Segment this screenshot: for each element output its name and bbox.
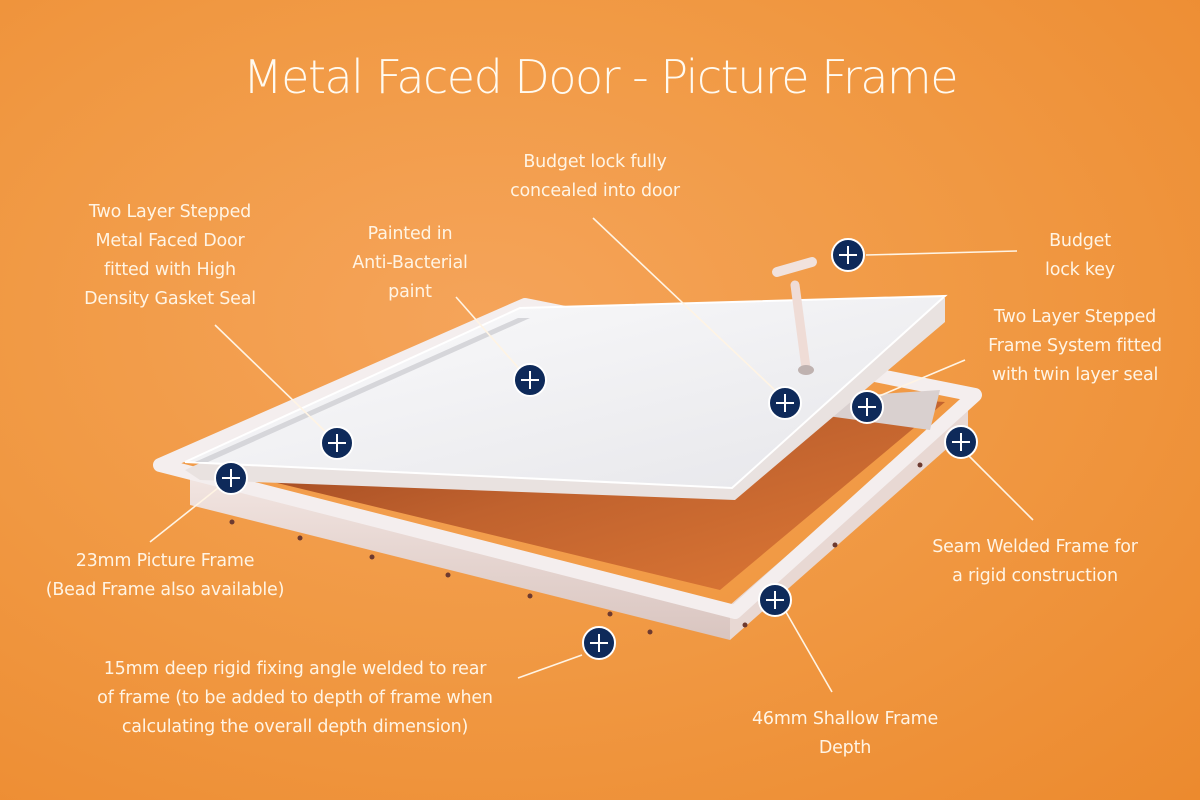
- plus-circle-icon-lock-key[interactable]: [831, 238, 865, 272]
- callout-frame-system: Two Layer Stepped Frame System fitted wi…: [988, 307, 1162, 385]
- callout-concealed-lock: Budget lock fully concealed into door: [510, 152, 680, 201]
- callout-seam-welded: Seam Welded Frame for a rigid constructi…: [932, 537, 1138, 586]
- callout-lock-key: Budget lock key: [1045, 231, 1115, 280]
- plus-circle-icon-frame-depth[interactable]: [758, 583, 792, 617]
- plus-circle-icon-door-seal[interactable]: [320, 426, 354, 460]
- plus-circle-icon-concealed-lock[interactable]: [768, 386, 802, 420]
- door-leaf: [184, 294, 948, 500]
- plus-circle-icon-fixing-angle[interactable]: [582, 626, 616, 660]
- callout-door-seal: Two Layer Stepped Metal Faced Door fitte…: [84, 202, 256, 309]
- diagram-title: Metal Faced Door - Picture Frame: [242, 50, 959, 104]
- budget-lock-key: [772, 257, 817, 375]
- plus-circle-icon-paint[interactable]: [513, 363, 547, 397]
- plus-circle-icon-frame-system[interactable]: [850, 390, 884, 424]
- plus-circle-icon-picture-frame[interactable]: [214, 461, 248, 495]
- callout-picture-frame: 23mm Picture Frame (Bead Frame also avai…: [45, 551, 285, 600]
- leader-lines: [149, 217, 1034, 693]
- callout-fixing-angle: 15mm deep rigid fixing angle welded to r…: [97, 659, 493, 737]
- callout-shallow-frame-depth: 46mm Shallow Frame Depth: [751, 709, 939, 758]
- plus-circle-icon-seam-welded[interactable]: [944, 425, 978, 459]
- callout-anti-bacterial-paint: Painted in Anti-Bacterial paint: [352, 224, 468, 302]
